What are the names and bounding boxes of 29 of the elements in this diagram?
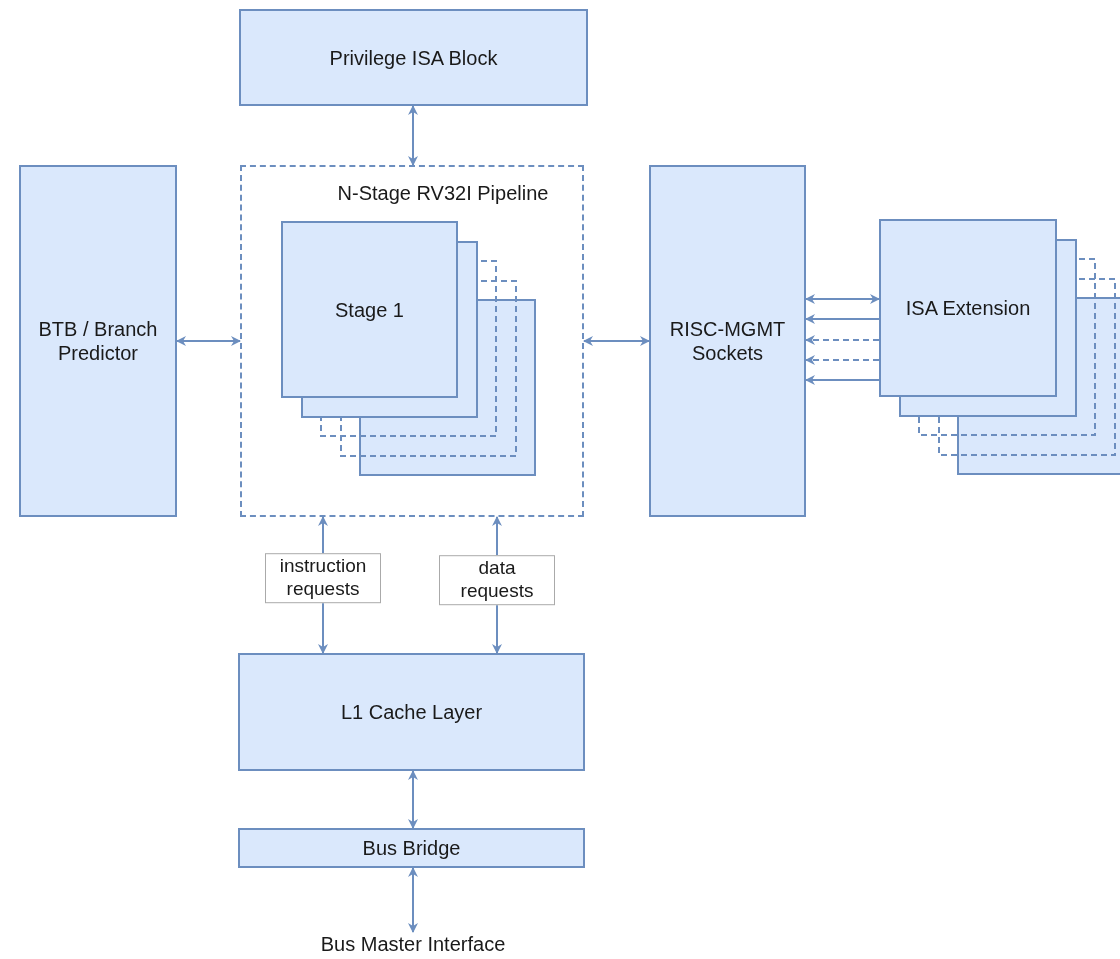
box-label: Privilege ISA Block <box>329 45 498 70</box>
arrow <box>583 336 650 346</box>
edge-label: instruction requests <box>265 553 381 603</box>
box-label: BTB / Branch Predictor <box>37 317 159 365</box>
arrow <box>805 335 880 345</box>
edge-label: data requests <box>439 555 555 605</box>
arrow <box>805 375 880 385</box>
arrow <box>176 336 241 346</box>
arrow <box>408 867 418 933</box>
arrow <box>805 355 880 365</box>
process-box <box>19 165 177 517</box>
arrow <box>408 770 418 829</box>
process-box <box>281 221 458 398</box>
arrow <box>805 314 880 324</box>
arrow <box>805 294 880 304</box>
box-label: ISA Extension <box>905 296 1031 320</box>
process-box <box>649 165 806 517</box>
box-label: Bus Bridge <box>362 836 461 860</box>
interface-label: Bus Master Interface <box>320 932 506 956</box>
process-box <box>238 653 585 771</box>
arrow <box>408 105 418 166</box>
process-box <box>879 219 1057 397</box>
box-label: RISC-MGMT Sockets <box>668 317 787 365</box>
box-label: Stage 1 <box>335 297 404 322</box>
dashed-group-box <box>240 165 584 517</box>
process-box <box>238 828 585 868</box>
box-label: L1 Cache Layer <box>340 700 483 724</box>
process-box <box>239 9 588 106</box>
group-title: N-Stage RV32I Pipeline <box>337 181 549 205</box>
